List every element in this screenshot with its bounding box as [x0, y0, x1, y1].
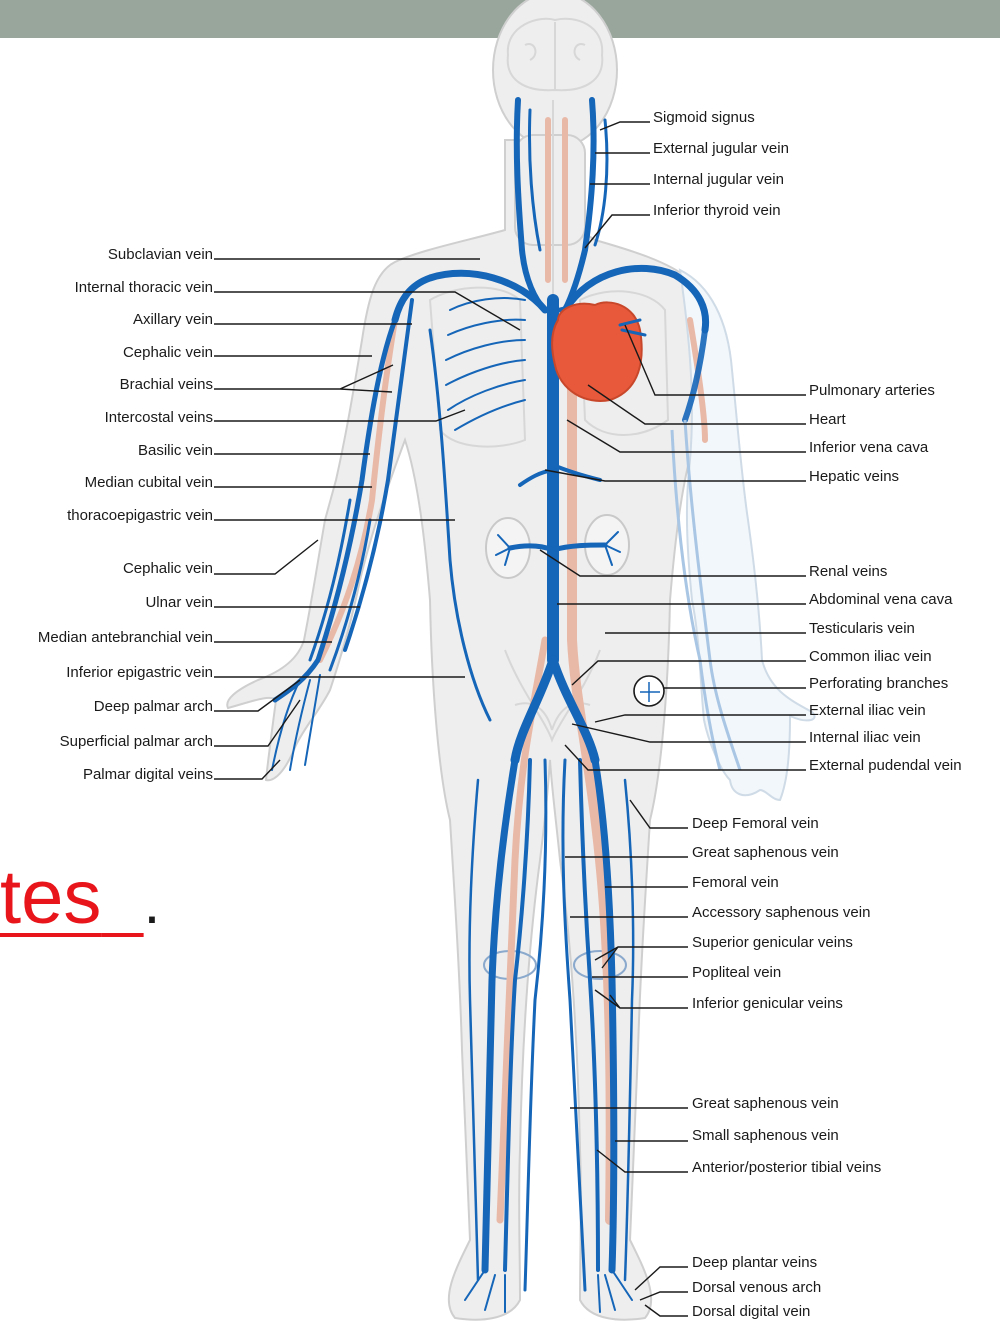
label-hepatic-veins: Hepatic veins: [809, 468, 899, 485]
label-great-saphenous-vein-upper: Great saphenous vein: [692, 844, 839, 861]
label-superficial-palmar-arch: Superficial palmar arch: [60, 733, 213, 750]
label-small-saphenous-vein: Small saphenous vein: [692, 1127, 839, 1144]
partial-hyperlink-text[interactable]: tes .: [0, 858, 160, 943]
label-internal-iliac-vein: Internal iliac vein: [809, 729, 921, 746]
label-great-saphenous-vein-lower: Great saphenous vein: [692, 1095, 839, 1112]
label-deep-femoral-vein: Deep Femoral vein: [692, 815, 819, 832]
label-inferior-thyroid-vein: Inferior thyroid vein: [653, 202, 781, 219]
labels-right-top: Sigmoid signus External jugular vein Int…: [653, 109, 789, 219]
label-heart: Heart: [809, 411, 847, 428]
label-anterior-posterior-tibial-veins: Anterior/posterior tibial veins: [692, 1159, 881, 1176]
label-subclavian-vein: Subclavian vein: [108, 246, 213, 263]
label-ulnar-vein: Ulnar vein: [145, 594, 213, 611]
label-testicularis-vein: Testicularis vein: [809, 620, 915, 637]
label-abdominal-vena-cava: Abdominal vena cava: [809, 591, 953, 608]
labels-left: Subclavian vein Internal thoracic vein A…: [38, 246, 213, 783]
label-internal-thoracic-vein: Internal thoracic vein: [75, 279, 213, 296]
label-deep-plantar-veins: Deep plantar veins: [692, 1254, 817, 1271]
label-external-jugular-vein: External jugular vein: [653, 140, 789, 157]
label-external-pudendal-vein: External pudendal vein: [809, 757, 962, 774]
label-femoral-vein: Femoral vein: [692, 874, 779, 891]
label-superior-genicular-veins: Superior genicular veins: [692, 934, 853, 951]
trailing-period: .: [144, 869, 161, 936]
label-median-antebranchial-vein: Median antebranchial vein: [38, 629, 213, 646]
label-popliteal-vein: Popliteal vein: [692, 964, 781, 981]
label-accessory-saphenous-vein: Accessory saphenous vein: [692, 904, 870, 921]
label-common-iliac-vein: Common iliac vein: [809, 648, 932, 665]
hyperlink-fragment[interactable]: tes: [0, 855, 101, 940]
label-sigmoid-signus: Sigmoid signus: [653, 109, 755, 126]
label-median-cubital-vein: Median cubital vein: [85, 474, 213, 491]
label-external-iliac-vein: External iliac vein: [809, 702, 926, 719]
label-inferior-epigastric-vein: Inferior epigastric vein: [66, 664, 213, 681]
label-cephalic-vein-lower: Cephalic vein: [123, 560, 213, 577]
label-perforating-branches: Perforating branches: [809, 675, 948, 692]
label-internal-jugular-vein: Internal jugular vein: [653, 171, 784, 188]
label-intercostal-veins: Intercostal veins: [105, 409, 213, 426]
label-pulmonary-arteries: Pulmonary arteries: [809, 382, 935, 399]
label-inferior-genicular-veins: Inferior genicular veins: [692, 995, 843, 1012]
label-renal-veins: Renal veins: [809, 563, 887, 580]
label-axillary-vein: Axillary vein: [133, 311, 213, 328]
label-deep-palmar-arch: Deep palmar arch: [94, 698, 213, 715]
label-brachial-veins: Brachial veins: [120, 376, 213, 393]
label-basilic-vein: Basilic vein: [138, 442, 213, 459]
heart-shape: [552, 302, 642, 401]
label-cephalic-vein-upper: Cephalic vein: [123, 344, 213, 361]
labels-right-leg: Deep Femoral vein Great saphenous vein F…: [692, 815, 881, 1320]
label-dorsal-venous-arch: Dorsal venous arch: [692, 1279, 821, 1296]
label-palmar-digital-veins: Palmar digital veins: [83, 766, 213, 783]
label-thoracoepigastric-vein: thoracoepigastric vein: [67, 507, 213, 524]
labels-right-mid: Pulmonary arteries Heart Inferior vena c…: [809, 382, 962, 774]
label-dorsal-digital-vein: Dorsal digital vein: [692, 1303, 810, 1320]
label-inferior-vena-cava: Inferior vena cava: [809, 439, 929, 456]
